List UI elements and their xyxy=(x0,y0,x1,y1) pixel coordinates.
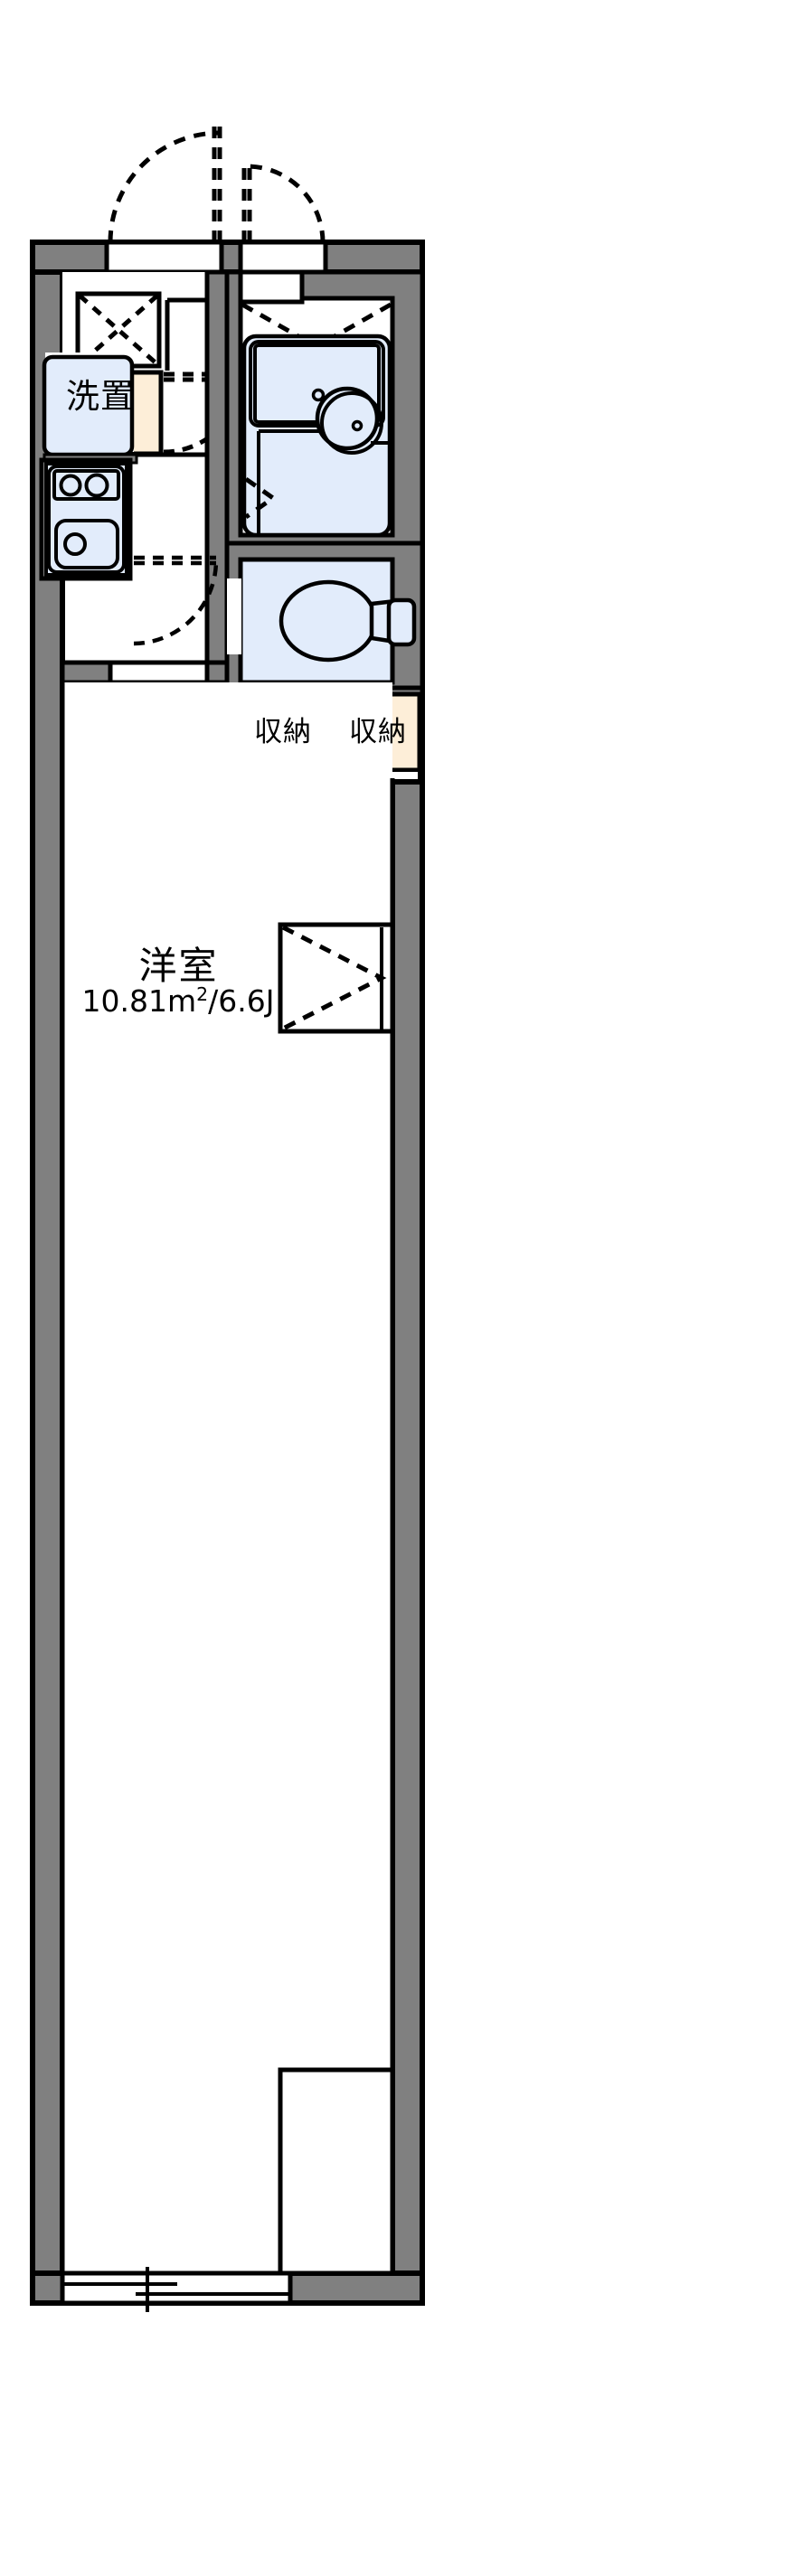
bathroom-door-marks xyxy=(244,476,278,520)
entrance-openings xyxy=(104,240,328,275)
balcony-window xyxy=(60,2267,293,2312)
room-alcove-lower xyxy=(278,2067,395,2276)
entrance-door-swing xyxy=(108,118,222,243)
main-room xyxy=(60,682,395,2273)
meterbox-door-swing xyxy=(241,164,326,243)
room-closet-upper xyxy=(278,922,395,1034)
gas-stove xyxy=(52,469,120,501)
unit-bath xyxy=(241,334,392,538)
washing-machine-pan xyxy=(42,354,135,457)
toilet-door-swing xyxy=(133,555,219,646)
hallway-edges xyxy=(62,460,133,581)
kitchen-sink xyxy=(54,519,119,569)
toilet-fixture xyxy=(279,579,417,663)
